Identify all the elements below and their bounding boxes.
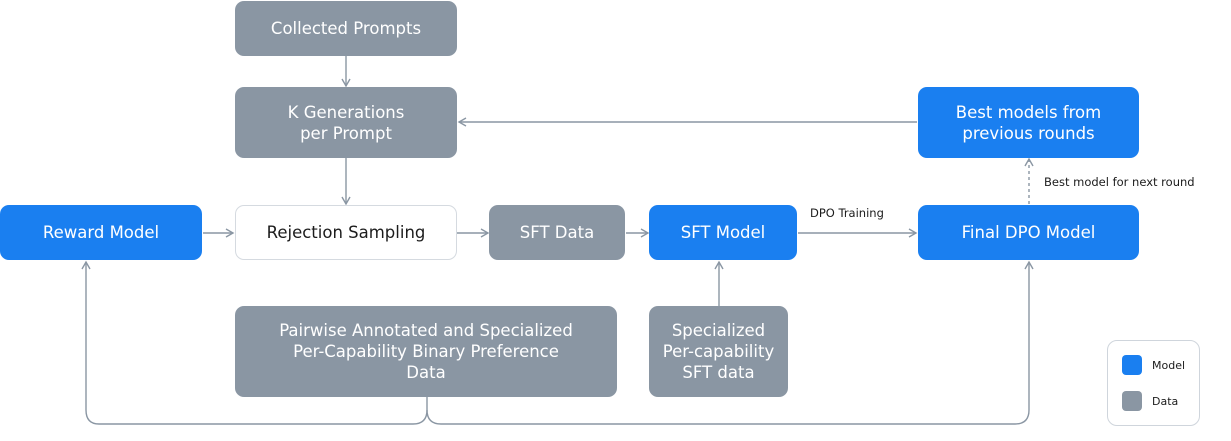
legend-model-swatch [1122,355,1142,375]
legend-data-swatch [1122,391,1142,411]
dpo-training-label: DPO Training [810,206,884,220]
reward-model-node: Reward Model [0,205,202,260]
arrow-pairwise-to-reward [81,260,428,425]
rejection-sampling-node: Rejection Sampling [235,205,457,260]
collected-prompts-node: Collected Prompts [235,1,457,56]
specialized-sft-data-node: Specialized Per-capability SFT data [649,306,788,397]
sft-model-node: SFT Model [649,205,797,260]
final-dpo-model-node: Final DPO Model [918,205,1139,260]
legend-data-row: Data [1122,391,1178,411]
best-models-node: Best models from previous rounds [918,87,1139,158]
legend-data-label: Data [1152,394,1179,408]
sft-data-node: SFT Data [489,205,625,260]
pairwise-preference-data-node: Pairwise Annotated and Specialized Per-C… [235,306,617,397]
arrow-pairwise-to-dpo [426,260,1034,425]
legend: Model Data [1107,340,1200,426]
best-model-next-round-label: Best model for next round [1044,175,1195,189]
legend-model-label: Model [1152,358,1186,372]
k-generations-node: K Generations per Prompt [235,87,457,158]
legend-model-row: Model [1122,355,1185,375]
